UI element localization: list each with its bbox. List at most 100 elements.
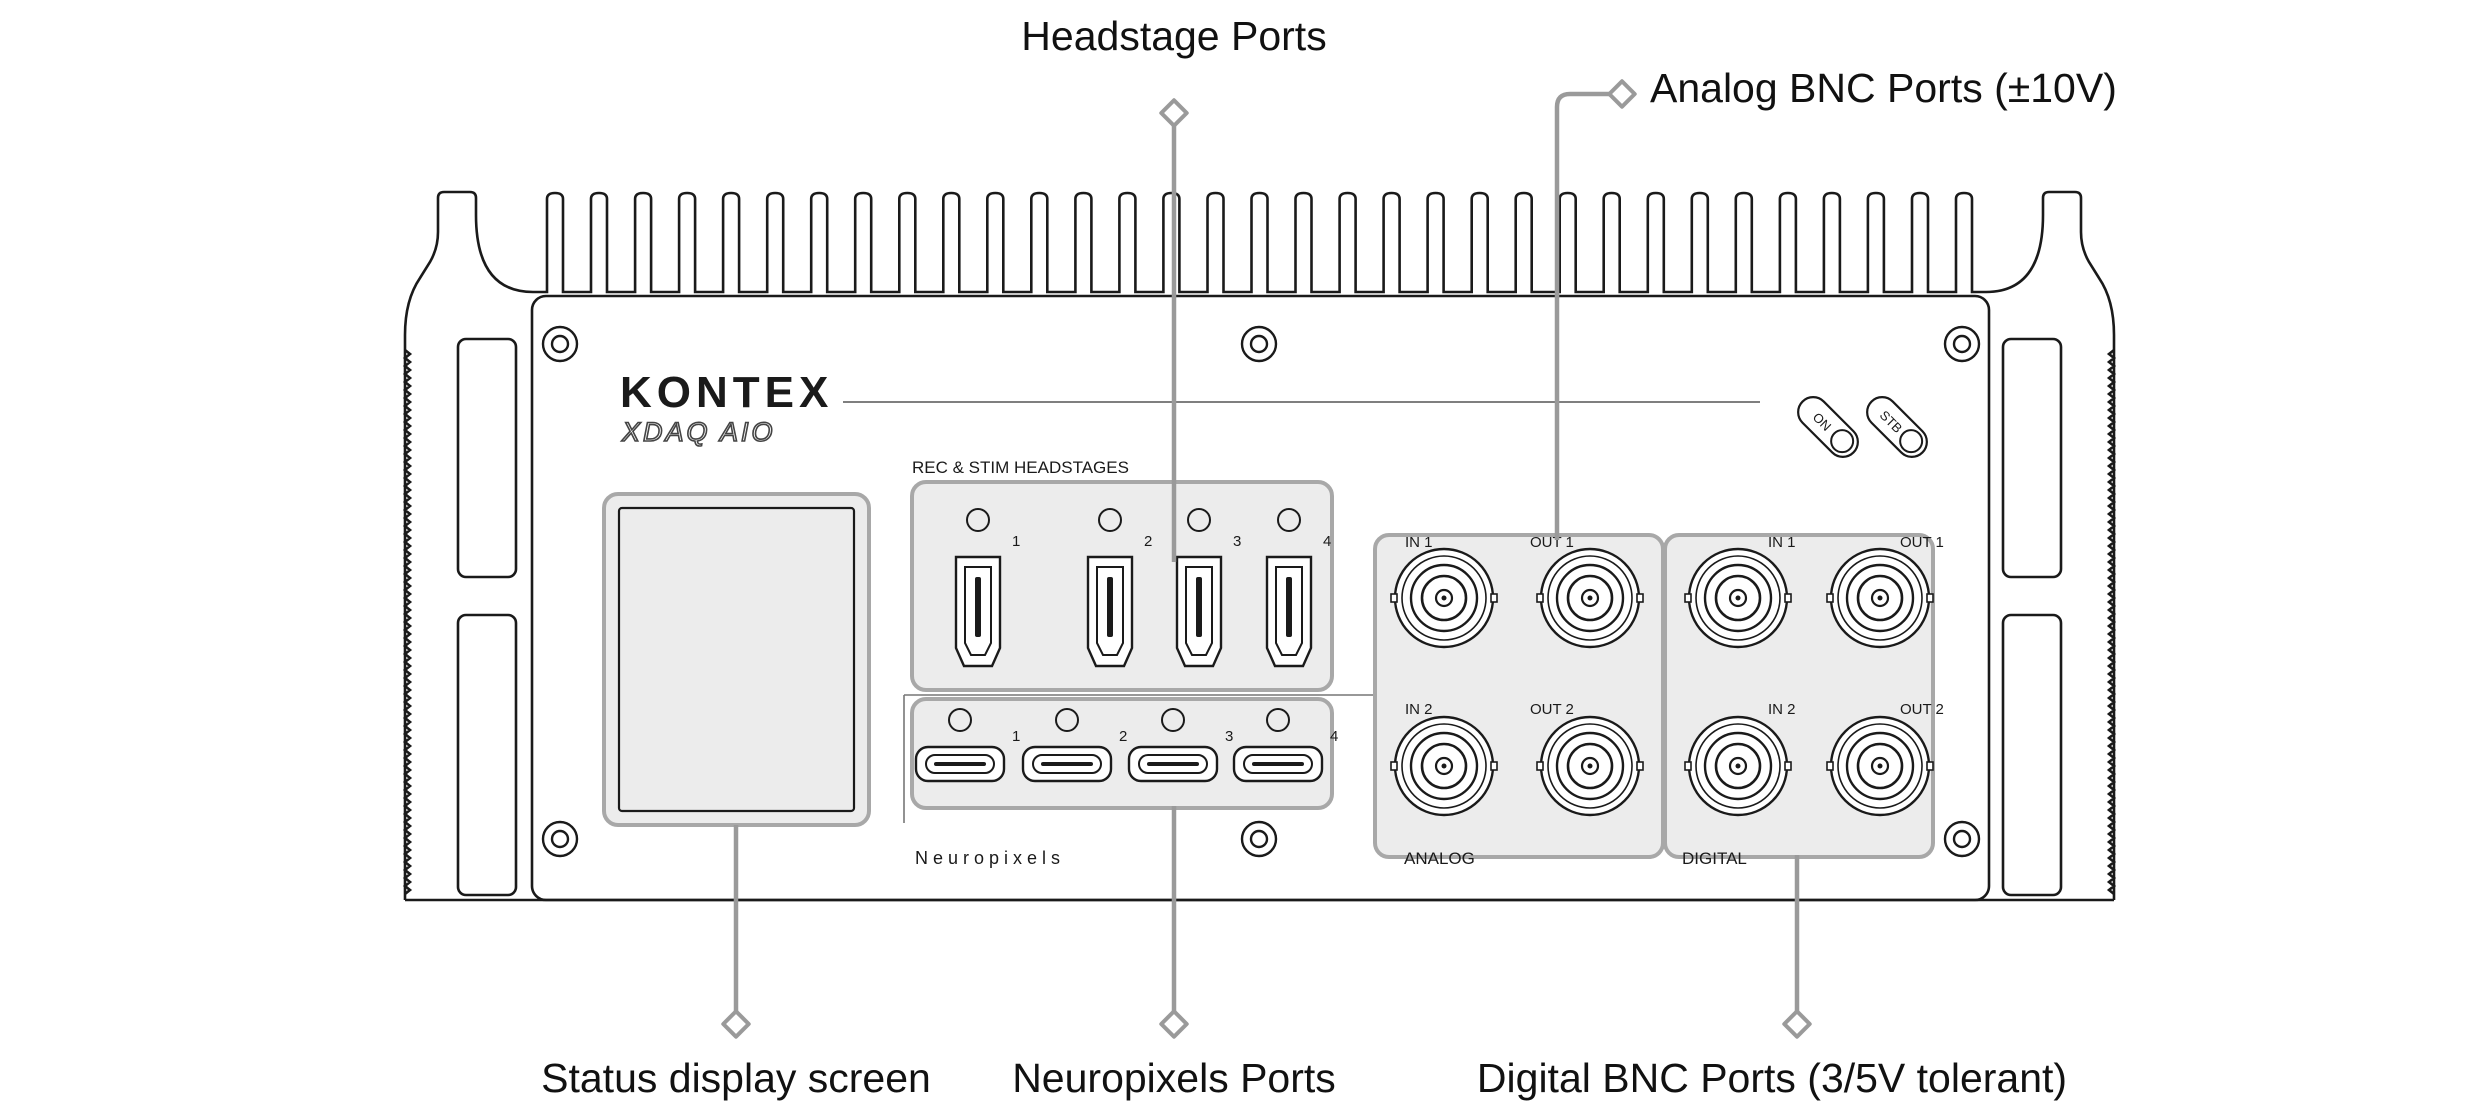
bnc-pin-center-icon (1735, 595, 1741, 601)
bnc-pin-center-icon (1877, 595, 1883, 601)
neuropixels-port-2[interactable]: 2 (1021, 708, 1127, 783)
digital-in2-label: IN 2 (1768, 701, 1796, 718)
bnc-bayonet-left-icon (1684, 761, 1692, 771)
status-display-screen (617, 506, 856, 813)
bnc-pin-center-icon (1441, 763, 1447, 769)
headstage-port-1[interactable]: 1 (954, 508, 1020, 668)
analog-leader-line (1554, 91, 1612, 540)
branding: KONTEX XDAQ AIO (620, 368, 1760, 448)
digital-bnc-callout: Digital BNC Ports (3/5V tolerant) (1477, 1055, 2067, 1101)
headstage-port-number: 3 (1233, 533, 1241, 550)
neuropixels-port-3[interactable]: 3 (1127, 708, 1233, 783)
headstage-port-number: 4 (1323, 533, 1331, 550)
brand-name: KONTEX (620, 368, 833, 417)
headstage-port-led-icon (966, 508, 990, 532)
screw-bottom-left-icon (541, 820, 579, 858)
right-handle-slot-upper (2001, 337, 2063, 579)
bnc-pin-center-icon (1587, 763, 1593, 769)
analog-out-2-bnc[interactable] (1536, 715, 1644, 817)
analog-out1-label: OUT 1 (1530, 534, 1574, 551)
status-display (602, 492, 871, 827)
analog-in-1-bnc[interactable] (1390, 547, 1498, 649)
bnc-ring-icon (1547, 723, 1633, 809)
standby-led: STB (1866, 396, 1928, 458)
headstage-port-3[interactable]: 3 (1175, 508, 1241, 668)
bnc-bayonet-right-icon (1784, 761, 1792, 771)
left-handle-slot-upper (456, 337, 518, 579)
bnc-bayonet-right-icon (1490, 761, 1498, 771)
status-display-callout: Status display screen (541, 1055, 931, 1101)
bnc-bayonet-right-icon (1490, 593, 1498, 603)
bnc-bayonet-right-icon (1636, 761, 1644, 771)
neuropixels-port-1[interactable]: 1 (914, 708, 1020, 783)
headstage-port-number: 2 (1144, 533, 1152, 550)
headstage-port-4[interactable]: 4 (1265, 508, 1331, 668)
right-side-rail-edge (2106, 348, 2117, 896)
digital-out-2-bnc[interactable] (1826, 715, 1934, 817)
model-name: XDAQ AIO (621, 417, 776, 447)
neuropixels-leader-diamond-icon (1159, 1009, 1189, 1039)
status-leds: ON STB (1797, 396, 1928, 458)
neuropixels-port-led-icon (1161, 708, 1185, 732)
bnc-pin-center-icon (1587, 595, 1593, 601)
bnc-ring-icon (1401, 555, 1487, 641)
bnc-bayonet-right-icon (1926, 593, 1934, 603)
bnc-ring-icon (1837, 723, 1923, 809)
analog-leader-diamond-icon (1607, 79, 1637, 109)
neuropixels-port-led-icon (1266, 708, 1290, 732)
bnc-bayonet-left-icon (1390, 761, 1398, 771)
bnc-bayonet-left-icon (1536, 593, 1544, 603)
bnc-bayonet-left-icon (1684, 593, 1692, 603)
screw-bottom-center-icon (1240, 820, 1278, 858)
analog-panel-title: ANALOG (1404, 849, 1475, 868)
headstage-panel-title: REC & STIM HEADSTAGES (912, 458, 1129, 477)
mounting-screws (541, 325, 1981, 858)
bnc-bayonet-left-icon (1826, 761, 1834, 771)
bnc-ring-icon (1547, 555, 1633, 641)
screw-top-center-icon (1240, 325, 1278, 363)
on-led: ON (1797, 396, 1859, 458)
status-leader-diamond-icon (721, 1009, 751, 1039)
digital-in-2-bnc[interactable] (1684, 715, 1792, 817)
bnc-bayonet-right-icon (1926, 761, 1934, 771)
bnc-bayonet-left-icon (1536, 761, 1544, 771)
bnc-ring-icon (1695, 555, 1781, 641)
analog-out-1-bnc[interactable] (1536, 547, 1644, 649)
neuropixels-panel (910, 697, 1334, 810)
hdmi-connector-pin-icon (1286, 577, 1292, 637)
neuropixels-port-4[interactable]: 4 (1232, 708, 1338, 783)
headstage-port-2[interactable]: 2 (1086, 508, 1152, 668)
hdmi-connector-pin-icon (975, 577, 981, 637)
screw-bottom-right-icon (1943, 820, 1981, 858)
analog-in-2-bnc[interactable] (1390, 715, 1498, 817)
digital-in-1-bnc[interactable] (1684, 547, 1792, 649)
bnc-ring-icon (1401, 723, 1487, 809)
digital-leader-diamond-icon (1782, 1009, 1812, 1039)
usbc-connector-tongue-icon (1147, 762, 1199, 766)
analog-in2-label: IN 2 (1405, 701, 1433, 718)
digital-in1-label: IN 1 (1768, 534, 1796, 551)
analog-bnc-callout: Analog BNC Ports (±10V) (1650, 65, 2117, 111)
right-handle-slot-lower (2001, 613, 2063, 897)
analog-in1-label: IN 1 (1405, 534, 1433, 551)
usbc-connector-tongue-icon (1041, 762, 1093, 766)
neuropixels-port-led-icon (948, 708, 972, 732)
heatsink-fins (533, 191, 1986, 294)
neuropixels-port-number: 1 (1012, 728, 1020, 745)
bnc-connector-group (1390, 547, 1934, 817)
bnc-pin-center-icon (1441, 595, 1447, 601)
headstage-port-led-icon (1277, 508, 1301, 532)
neuropixels-panel-title: Neuropixels (915, 848, 1065, 868)
digital-out-1-bnc[interactable] (1826, 547, 1934, 649)
headstage-ports-callout: Headstage Ports (1021, 13, 1326, 59)
screw-top-left-icon (541, 325, 579, 363)
bnc-bayonet-right-icon (1636, 593, 1644, 603)
headstage-port-led-icon (1187, 508, 1211, 532)
neuropixels-ports-callout: Neuropixels Ports (1012, 1055, 1336, 1101)
hdmi-port-group: 1 2 3 4 (954, 508, 1331, 668)
neuropixels-port-number: 3 (1225, 728, 1233, 745)
headstage-port-number: 1 (1012, 533, 1020, 550)
bnc-bayonet-left-icon (1826, 593, 1834, 603)
